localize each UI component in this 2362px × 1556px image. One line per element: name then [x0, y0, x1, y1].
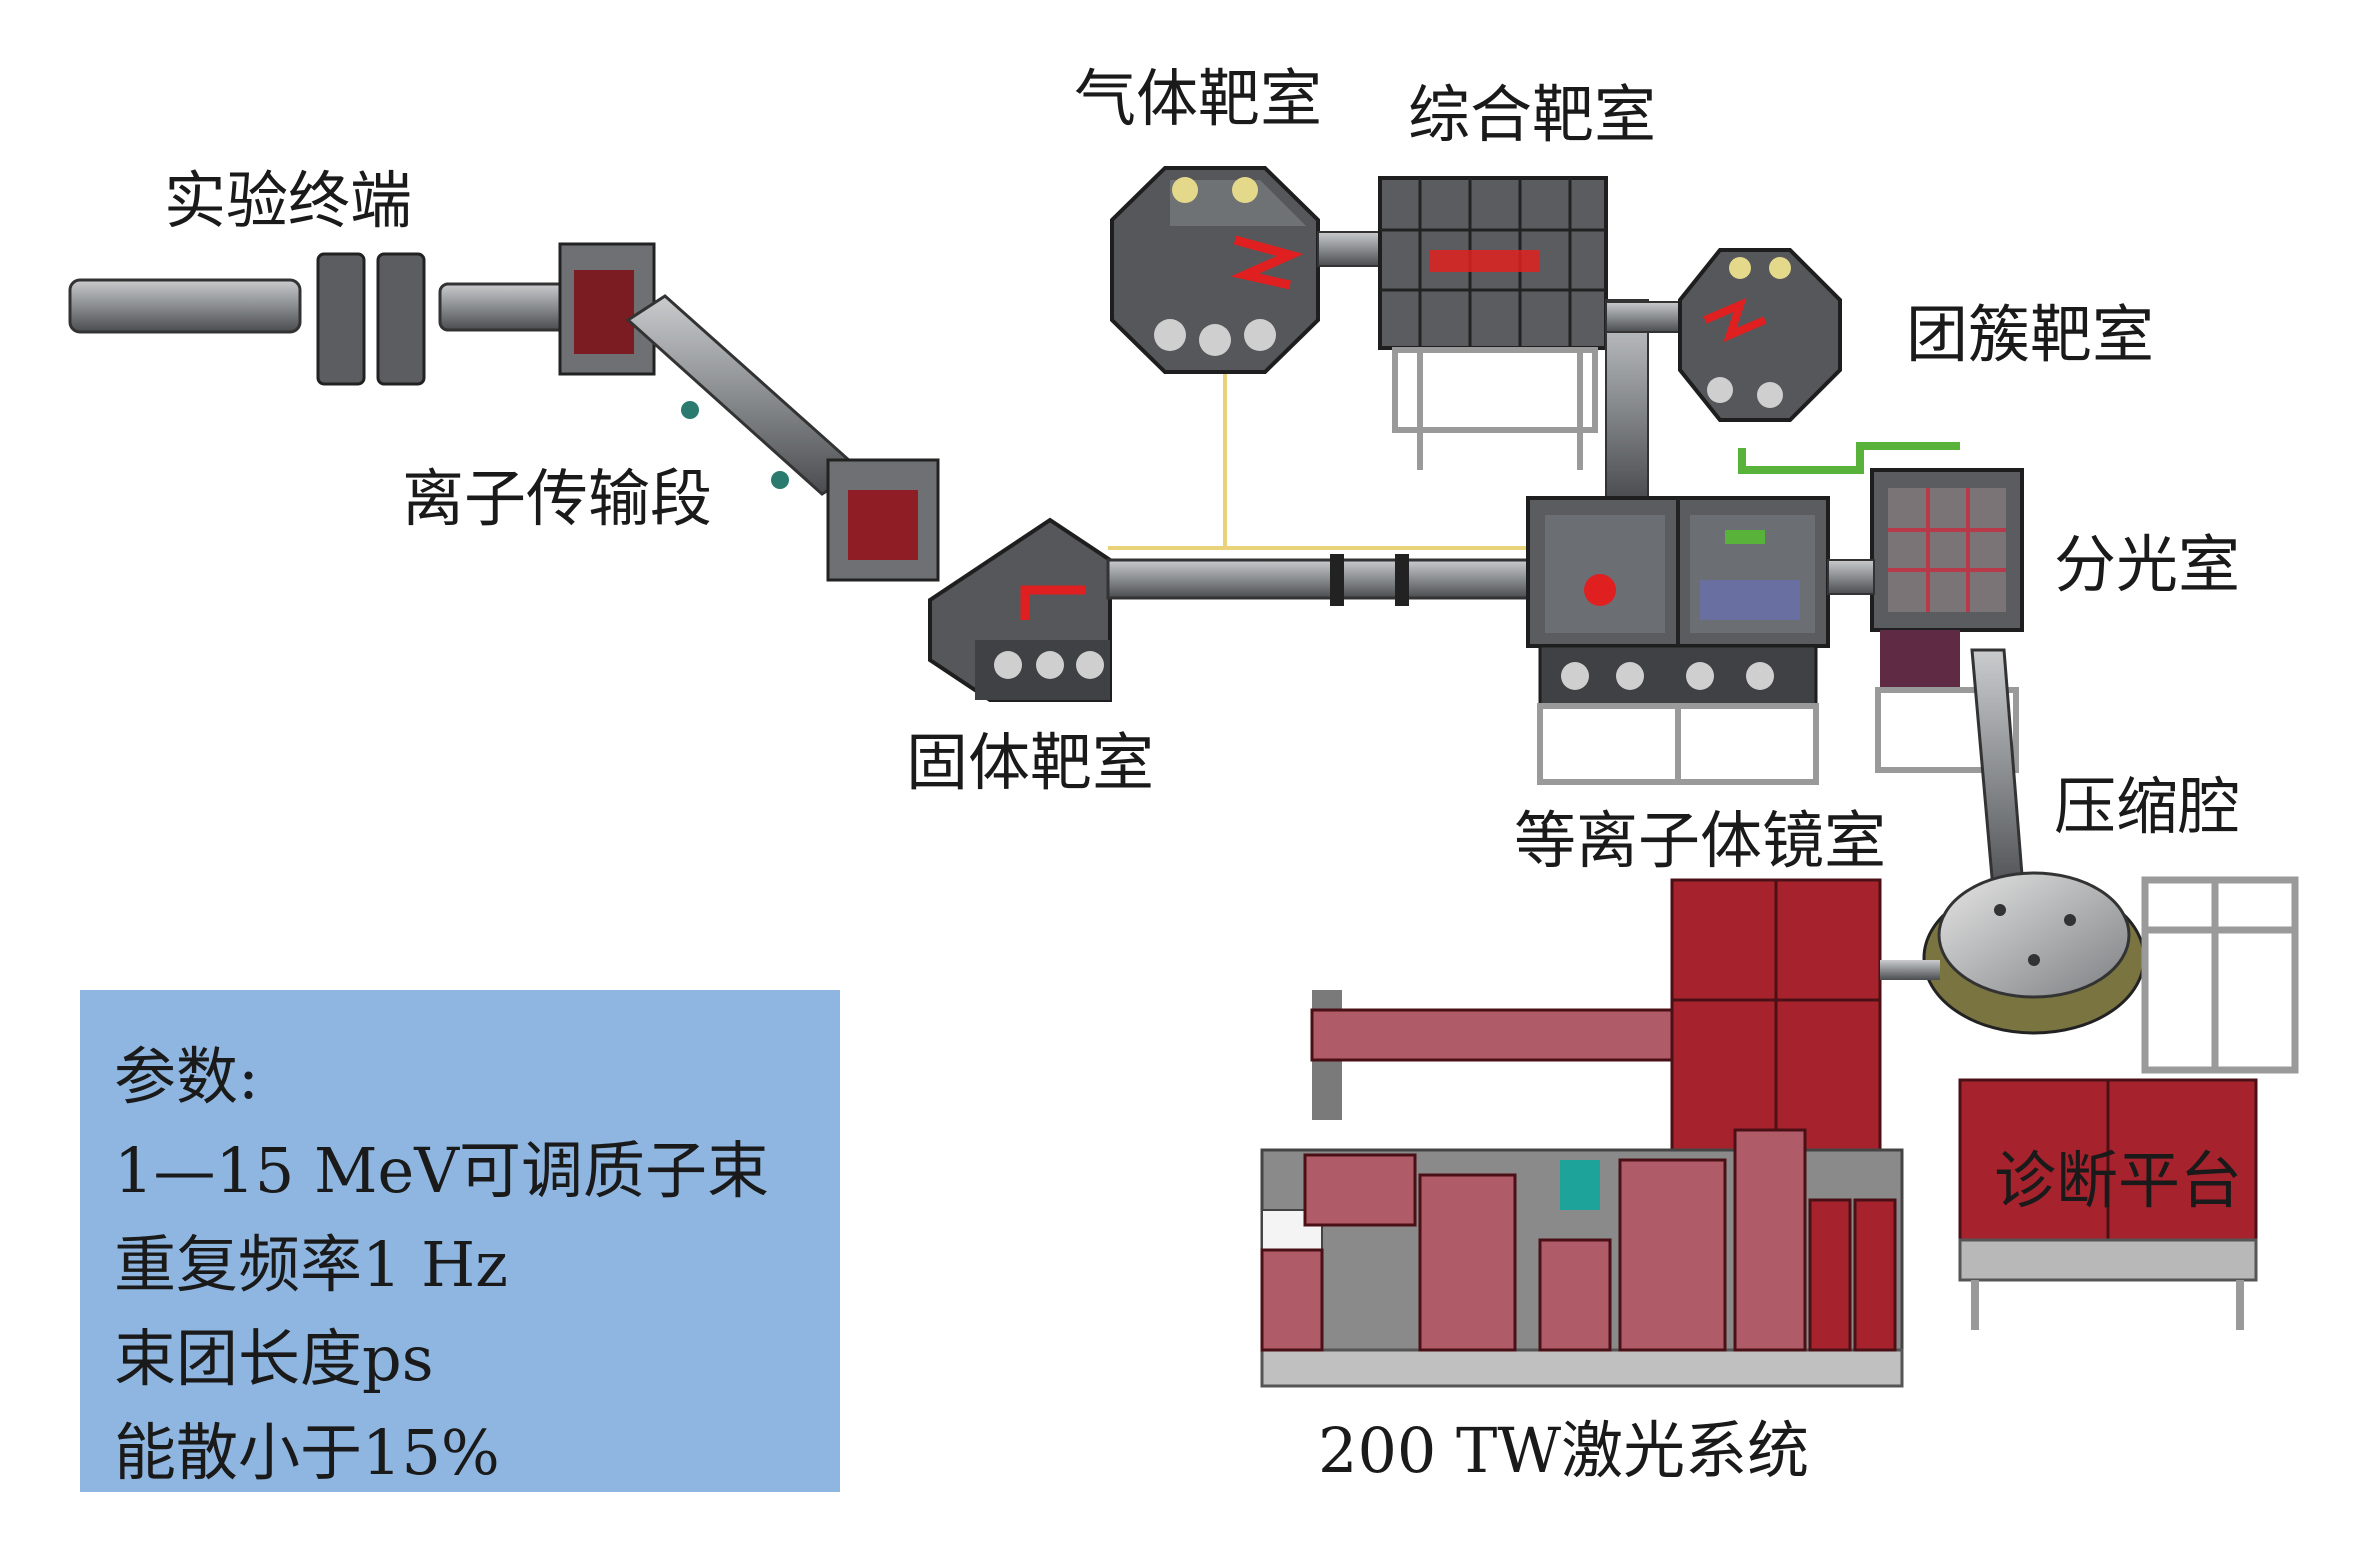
parameter-energy-spread: 能散小于15% [114, 1416, 500, 1489]
gas-target-chamber-equipment [1110, 166, 1381, 374]
experiment-terminal-equipment [68, 242, 656, 386]
label-experiment-terminal: 实验终端 [164, 164, 413, 237]
label-integrated-target-chamber: 综合靶室 [1408, 78, 1657, 151]
plasma-mirror-chamber-equipment [1526, 496, 1830, 785]
compressor-chamber-equipment [1922, 648, 2299, 1074]
parameter-repetition-rate: 重复频率1 Hz [114, 1228, 508, 1301]
parameters-title: 参数: [114, 1040, 259, 1113]
ion-transport-pipe [625, 294, 940, 582]
label-cluster-target-chamber: 团簇靶室 [1906, 298, 2155, 371]
beam-splitter-chamber-equipment [1738, 442, 2024, 773]
integrated-target-chamber-equipment [1378, 176, 1687, 501]
main-beam-pipe [1106, 370, 1530, 606]
solid-target-chamber-equipment [928, 517, 1112, 702]
label-plasma-mirror-chamber: 等离子体镜室 [1514, 804, 1887, 877]
label-compressor-chamber: 压缩腔 [2054, 770, 2241, 843]
diagnostic-platform-equipment [1958, 1078, 2258, 1330]
parameters-panel: 参数: 1—15 MeV可调质子束 重复频率1 Hz 束团长度ps 能散小于15… [80, 990, 840, 1492]
label-gas-target-chamber: 气体靶室 [1074, 62, 1323, 135]
laser-system-equipment [1260, 878, 1940, 1388]
cluster-target-chamber-equipment [1678, 248, 1842, 422]
label-laser-system: 200 TW激光系统 [1318, 1414, 1810, 1487]
parameter-energy: 1—15 MeV可调质子束 [114, 1134, 769, 1207]
label-ion-transport: 离子传输段 [402, 462, 713, 535]
label-solid-target-chamber: 固体靶室 [906, 726, 1155, 799]
label-beam-splitter-chamber: 分光室 [2054, 528, 2241, 601]
parameter-bunch-length: 束团长度ps [114, 1322, 434, 1395]
label-diagnostic-platform: 诊断平台 [1994, 1144, 2243, 1217]
